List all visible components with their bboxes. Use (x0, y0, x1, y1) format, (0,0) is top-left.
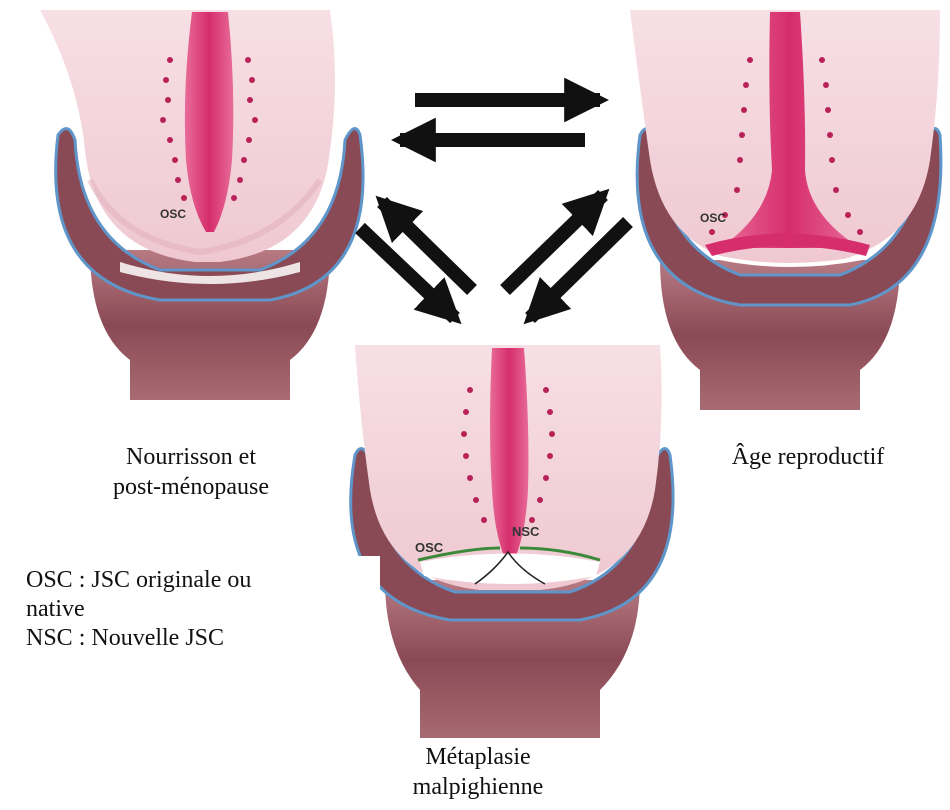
legend-line-native: native (26, 595, 380, 624)
transition-arrows (360, 100, 628, 318)
infant-caption: Nourrisson et post-ménopause (62, 436, 320, 532)
metaplasia-caption: Métaplasie malpighienne (352, 738, 604, 810)
reproductive-cervix-illustration: OSC (630, 10, 941, 410)
arrow-infant-to-metaplasia (360, 228, 455, 318)
arrow-metaplasia-to-reproductive (505, 195, 603, 290)
infant-osc-marker: OSC (160, 207, 186, 221)
legend-line-nsc: NSC : Nouvelle JSC (26, 624, 380, 653)
metaplasia-osc-marker: OSC (415, 540, 444, 555)
metaplasia-nsc-marker: NSC (512, 524, 540, 539)
legend-line-osc: OSC : JSC originale ou (26, 566, 380, 595)
infant-cervix-illustration: OSC (40, 10, 363, 400)
reproductive-caption-text: Âge reproductif (688, 442, 928, 472)
metaplasia-cervix-illustration: OSC NSC (351, 345, 673, 740)
arrow-reproductive-to-metaplasia (530, 222, 628, 318)
metaplasia-caption-line1: Métaplasie (352, 742, 604, 772)
reproductive-osc-marker: OSC (700, 211, 726, 225)
legend-box: OSC : JSC originale ou native NSC : Nouv… (18, 556, 380, 694)
metaplasia-caption-line2: malpighienne (352, 772, 604, 802)
infant-caption-line2: post-ménopause (62, 472, 320, 502)
arrow-metaplasia-to-infant (382, 202, 472, 290)
infant-caption-line1: Nourrisson et (62, 442, 320, 472)
reproductive-caption: Âge reproductif (688, 430, 928, 504)
